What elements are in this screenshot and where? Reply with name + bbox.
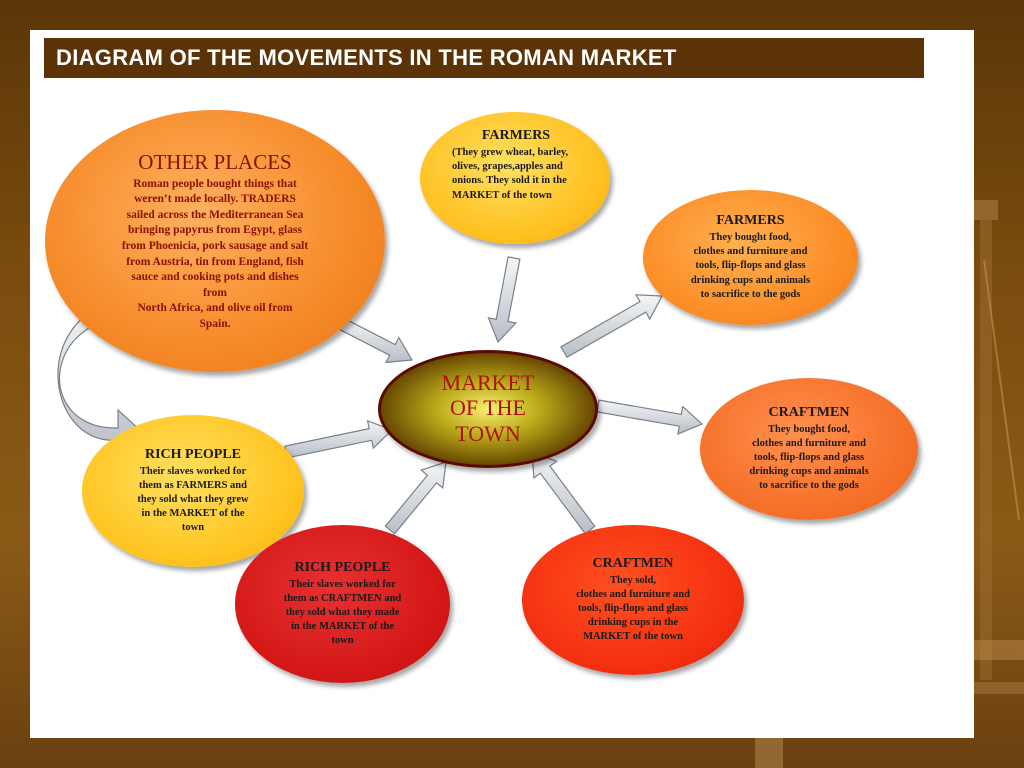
node-rich-people-craftmen: RICH PEOPLE Their slaves worked for them… [235,525,450,683]
node-body: (They grew wheat, barley, olives, grapes… [452,147,569,201]
arrow-farmers-to-market [487,256,521,344]
node-heading: CRAFTMEN [768,404,850,420]
node-body: Roman people bought things that weren’t … [121,177,309,330]
node-body: Their slaves worked for them as FARMERS … [137,465,249,534]
node-farmers-buyers: FARMERS They bought food, clothes and fu… [643,190,858,325]
node-market-of-the-town: MARKET OF THE TOWN [378,350,598,468]
node-body: They sold, clothes and furniture and too… [576,574,690,643]
node-heading: FARMERS [481,128,551,143]
node-heading: FARMERS [716,213,785,229]
node-body: They bought food, clothes and furniture … [749,423,869,492]
node-craftmen-buyers: CRAFTMEN They bought food, clothes and f… [700,378,918,520]
decorative-base [430,738,783,768]
node-body: Their slaves worked for them as CRAFTMEN… [283,578,402,647]
arrow-craftmen-to-market [531,451,596,535]
node-craftmen-sellers: CRAFTMEN They sold, clothes and furnitur… [522,525,744,675]
slide-title: DIAGRAM OF THE MOVEMENTS IN THE ROMAN MA… [44,38,924,78]
node-heading: MARKET OF THE TOWN [441,370,535,446]
arrow-other-to-market [338,317,413,364]
arrow-rich-to-market [284,419,394,459]
node-rich-people-farmers: RICH PEOPLE Their slaves worked for them… [82,415,304,567]
node-heading: OTHER PLACES [138,149,292,174]
node-heading: CRAFTMEN [592,555,674,571]
decorative-pillar [974,200,1024,694]
node-farmers-sellers: FARMERS (They grew wheat, barley, olives… [420,112,610,244]
node-heading: RICH PEOPLE [294,559,391,575]
node-other-places: OTHER PLACES Roman people bought things … [45,110,385,372]
node-heading: RICH PEOPLE [144,446,242,462]
arrow-rich2-to-market [384,461,447,535]
node-body: They bought food, clothes and furniture … [690,232,811,300]
arrow-market-to-craftmen [596,399,704,435]
arrow-market-to-farmers [560,294,663,359]
